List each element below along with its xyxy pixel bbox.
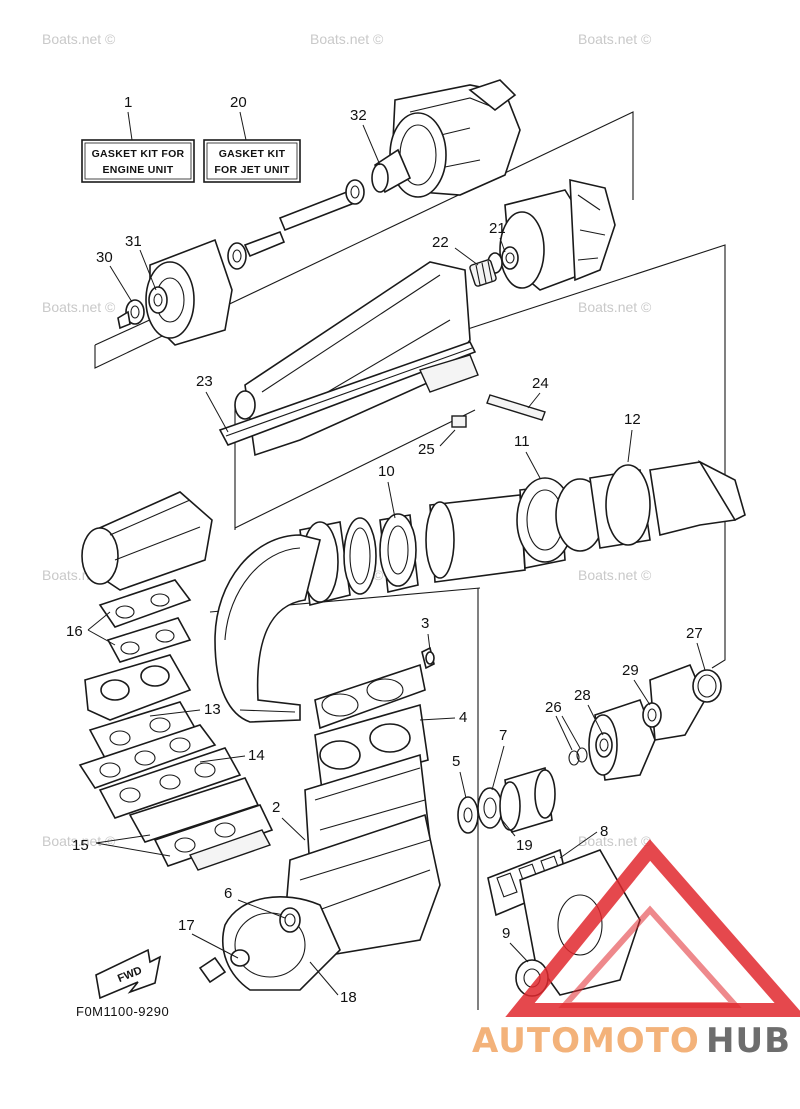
part-22-bearing[interactable] [469, 259, 497, 287]
callout-25: 25 [418, 441, 435, 458]
watermark: Boats.net © [42, 31, 116, 47]
callout-5: 5 [452, 753, 460, 770]
callout-27: 27 [686, 625, 703, 642]
impeller-assembly[interactable] [487, 178, 616, 291]
kit-1[interactable]: 1 GASKET KIT FOR ENGINE UNIT [81, 94, 195, 183]
part-3-bolt[interactable] [421, 646, 435, 670]
impeller-housing[interactable] [145, 238, 233, 346]
callout-24: 24 [532, 375, 549, 392]
part-24-strip[interactable] [486, 394, 546, 421]
watermark: Boats.net © [578, 567, 652, 583]
part-6-seal[interactable] [477, 787, 503, 829]
callout-16: 16 [66, 623, 83, 640]
watermark: Boats.net © [42, 833, 116, 849]
callout-21: 21 [489, 220, 506, 237]
callout-7: 6 [224, 885, 232, 902]
part-28-bearing-housing[interactable] [588, 698, 656, 781]
flywheel-cover[interactable] [221, 896, 341, 991]
kit-label-line2: ENGINE UNIT [103, 164, 174, 176]
exhaust-elbow[interactable] [214, 534, 321, 723]
callout-18: 18 [340, 989, 357, 1006]
watermark: Boats.net © [578, 31, 652, 47]
callout-28: 28 [574, 687, 591, 704]
callout-12: 12 [624, 411, 641, 428]
kit-label-line1: GASKET KIT FOR [92, 148, 185, 160]
part-32-nozzle[interactable]: 32 [350, 107, 412, 194]
watermark: Boats.net © [578, 833, 652, 849]
muffler[interactable] [81, 491, 213, 591]
callout-15: 15 [72, 837, 89, 854]
callout-number: 20 [230, 94, 247, 111]
callout-13: 13 [204, 701, 221, 718]
callout-number: 1 [124, 94, 132, 111]
callout-2: 2 [272, 799, 280, 816]
part-27-ring[interactable] [692, 669, 722, 703]
callout-26: 26 [545, 699, 562, 716]
part-25-pad[interactable] [451, 415, 467, 428]
watermark: Boats.net © [578, 299, 652, 315]
callout-3: 3 [421, 615, 429, 632]
exhaust-manifold-left[interactable] [78, 579, 274, 871]
exhaust-system[interactable] [299, 459, 746, 606]
callout-10: 10 [378, 463, 395, 480]
callout-23: 23 [196, 373, 213, 390]
callout-32: 32 [350, 107, 367, 124]
part-17-fitting[interactable] [198, 956, 227, 984]
reference-code: F0M1100-9290 [76, 1004, 169, 1019]
watermark: Boats.net © [42, 299, 116, 315]
drive-shaft[interactable] [227, 179, 365, 270]
callout-4: 4 [459, 709, 467, 726]
kit-20[interactable]: 20 GASKET KIT FOR JET UNIT [203, 94, 301, 183]
kit-label-line2: FOR JET UNIT [214, 164, 290, 176]
part-23-intake-grate[interactable] [218, 261, 479, 457]
jet-pump-housing[interactable] [389, 79, 521, 198]
kit-label-line1: GASKET KIT [219, 148, 286, 160]
callout-17: 17 [178, 917, 195, 934]
callout-11: 11 [514, 433, 530, 450]
automotohub-logo: AUTOMOTO HUB [472, 839, 800, 1061]
callout-6: 7 [499, 727, 507, 744]
callout-9: 9 [502, 925, 510, 942]
callout-31: 31 [125, 233, 142, 250]
part-19-coupler[interactable] [499, 766, 556, 834]
callout-30: 30 [96, 249, 113, 266]
part-29-bearing[interactable] [642, 663, 706, 741]
callout-8: 8 [600, 823, 608, 840]
logo-text-hub: HUB [706, 1021, 791, 1061]
callout-19: 19 [516, 837, 533, 854]
callout-22: 22 [432, 234, 449, 251]
fwd-arrow: FWD [95, 948, 162, 1000]
callout-14: 14 [248, 747, 265, 764]
callout-29: 29 [622, 662, 639, 679]
part-30[interactable]: 30 [96, 249, 145, 330]
part-26-orings[interactable] [568, 747, 588, 766]
part-5-seal[interactable] [457, 796, 479, 834]
watermark: Boats.net © [310, 31, 384, 47]
logo-text-auto: AUTOMOTO [472, 1021, 700, 1061]
